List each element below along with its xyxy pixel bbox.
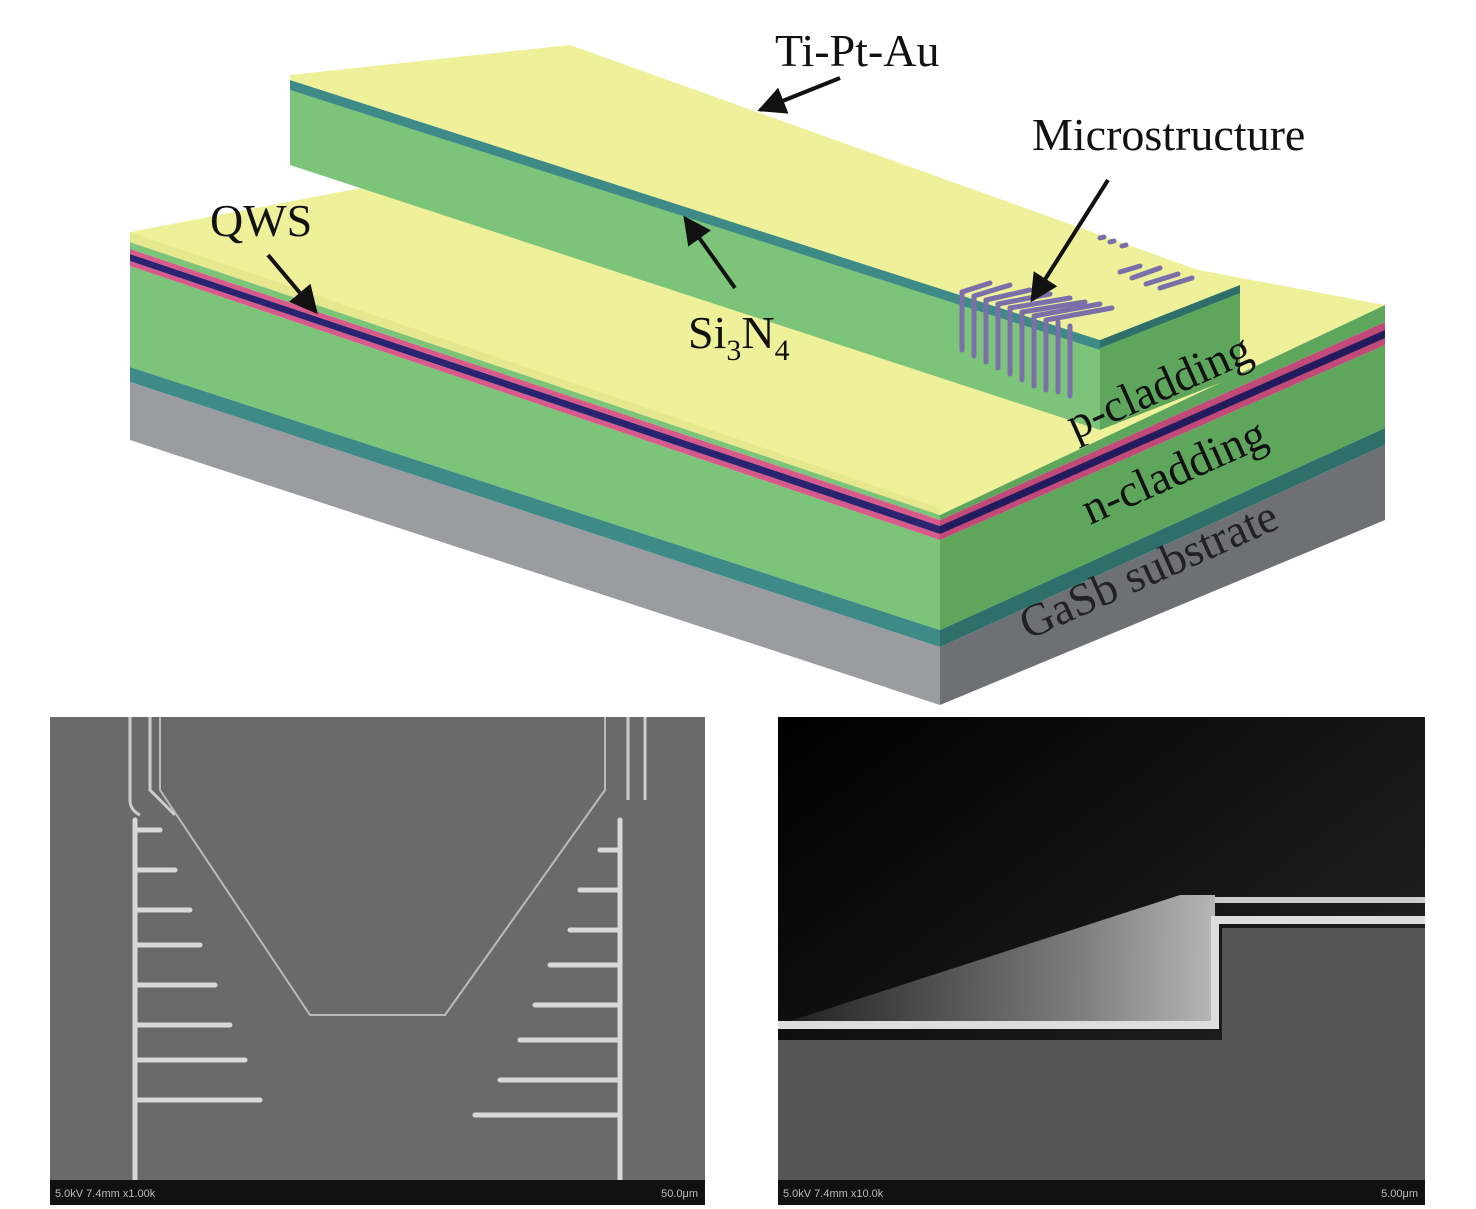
sem-right-info: 5.0kV 7.4mm x10.0k [783, 1188, 884, 1200]
ridge-front-face [290, 90, 1100, 430]
si3n4-strip [290, 80, 1100, 350]
substrate-front-face [130, 382, 940, 705]
qws-end-navy [940, 330, 1385, 534]
sem-right-scale: 5.00μm [1381, 1188, 1418, 1200]
label-ti-pt-au: Ti-Pt-Au [775, 25, 939, 76]
qws-arrow [266, 253, 318, 315]
lower-top-surface [130, 150, 1385, 515]
teal-end [940, 428, 1385, 647]
teal-layer-front [130, 367, 940, 647]
label-microstructure: Microstructure [1032, 109, 1305, 160]
n-cladding-front [130, 266, 940, 630]
microstructure-grating [959, 234, 1195, 399]
top-edge-strip [130, 232, 940, 515]
ridge-end-strip [1100, 285, 1240, 348]
p-cladding-end [940, 305, 1385, 520]
label-si3n4: Si3N4 [688, 307, 790, 367]
p-cladding-front [130, 242, 940, 520]
sem-image-left: 5.0kV 7.4mm x1.00k 50.0μm [50, 717, 705, 1205]
metal-arrow [757, 76, 841, 114]
metal-top-surface [290, 45, 1240, 340]
substrate-end-face [940, 445, 1385, 705]
device-schematic: Ti-Pt-Au Microstructure QWS Si3N4 p-clad… [130, 25, 1385, 705]
ridge-end-face [1100, 285, 1240, 430]
label-qws: QWS [210, 195, 312, 246]
qws-pink-top [130, 249, 940, 526]
sem-left-scale: 50.0μm [661, 1188, 698, 1200]
sem-left-info: 5.0kV 7.4mm x1.00k [55, 1188, 156, 1200]
si3n4-arrow [683, 215, 737, 290]
n-cladding-end [940, 345, 1385, 630]
microstructure-arrow [1030, 178, 1110, 303]
sem-image-right: 5.0kV 7.4mm x10.0k 5.00μm [778, 717, 1425, 1205]
qws-pink-bottom [130, 261, 940, 540]
qws-navy [130, 254, 940, 534]
